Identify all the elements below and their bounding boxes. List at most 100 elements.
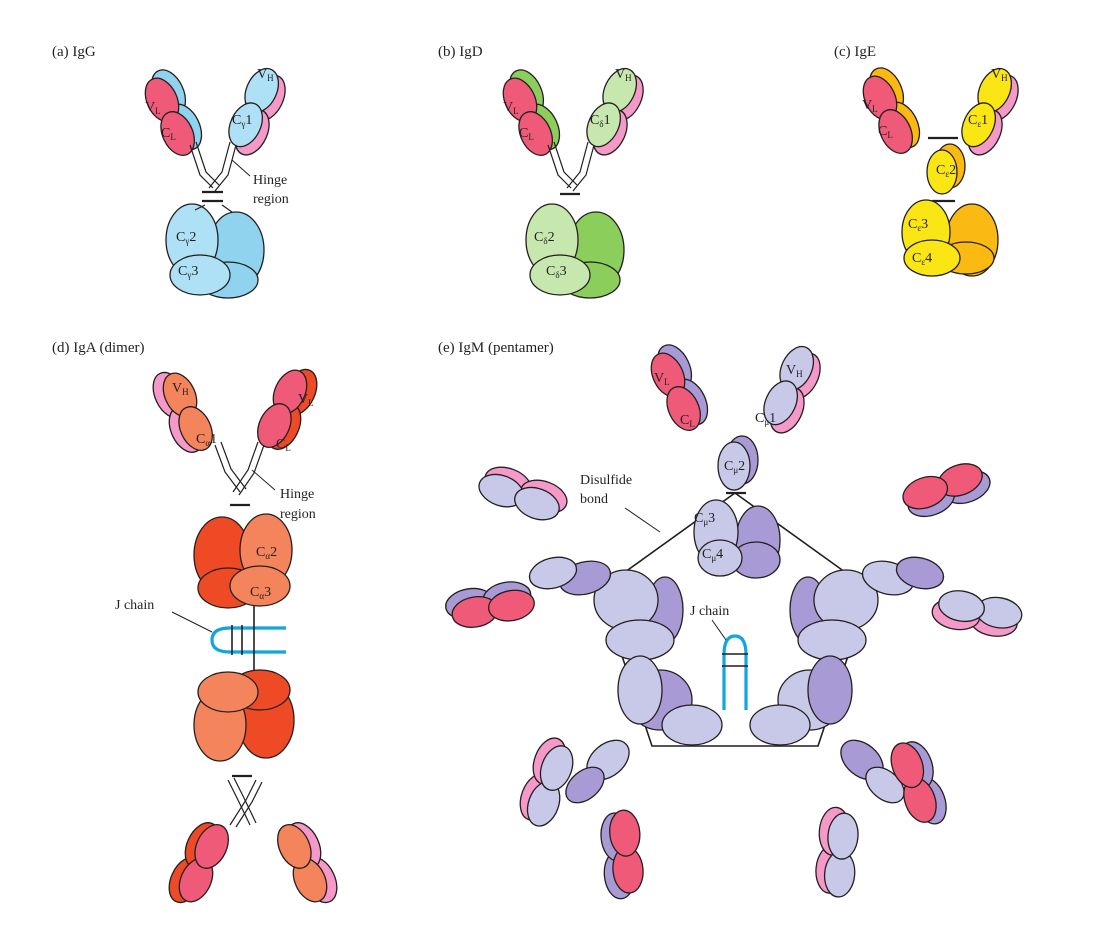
iga-j-chain-label: J chain	[115, 598, 154, 613]
g-shape	[931, 590, 1023, 637]
g-shape	[815, 806, 859, 898]
igg-caption: (a) IgG	[52, 44, 96, 60]
domain-label: Cε3	[908, 217, 928, 233]
iga-h-domain	[197, 671, 259, 713]
igm-j-chain	[722, 634, 748, 710]
domain-label: Cδ2	[534, 230, 555, 246]
hinge-strand	[229, 779, 263, 828]
igg-h-domain	[169, 254, 231, 296]
domain-label: VH	[786, 363, 803, 379]
igm-monomer-upper-right	[789, 463, 1023, 661]
iga-panel: (d) IgA (dimer)	[52, 340, 338, 904]
g-shape	[152, 371, 213, 453]
igg-vl-label: VL	[145, 100, 161, 116]
lc-domain	[902, 475, 949, 510]
lc-domain	[257, 403, 292, 448]
igg-hinge-label-2: region	[253, 192, 289, 207]
lc-domain	[194, 824, 229, 869]
igm-h-domain	[827, 812, 859, 860]
domain-label: Cμ2	[724, 459, 745, 475]
igm-h-domain	[797, 619, 867, 661]
hinge-strand	[214, 441, 247, 493]
domain-label: Cα3	[250, 585, 271, 601]
domain-label: Cμ3	[694, 511, 715, 527]
igm-caption: (e) IgM (pentamer)	[438, 340, 554, 356]
igm-h-domain	[661, 704, 723, 746]
g-shape	[478, 466, 568, 521]
domain-label: VH	[172, 381, 189, 397]
igm-monomer-lower-left	[519, 655, 723, 900]
igm-h-domain	[749, 704, 811, 746]
igm-h-domain	[617, 655, 663, 725]
g-shape	[445, 581, 535, 628]
igd-caption: (b) IgD	[438, 44, 483, 60]
iga-j-chain	[210, 626, 286, 654]
iga-h-domain	[229, 565, 291, 607]
g-shape	[650, 344, 709, 431]
g-shape	[277, 822, 338, 904]
igm-monomer-lower-right	[749, 655, 947, 898]
igm-h-domain	[938, 590, 985, 623]
igm-h-domain	[539, 745, 574, 791]
domain-label: Cδ3	[546, 264, 567, 280]
igm-h-domain	[528, 556, 578, 590]
leader-line	[251, 469, 276, 491]
g-shape	[586, 67, 644, 156]
lc-domain	[518, 111, 553, 156]
g-shape	[961, 67, 1019, 156]
ige-h-domain	[903, 239, 961, 277]
domain-label: Cε2	[936, 163, 956, 179]
ige-caption: (c) IgE	[834, 44, 876, 60]
igd-h-domain	[529, 254, 591, 296]
leader-line	[231, 159, 251, 177]
hinge-strand	[194, 204, 233, 213]
igg-left-arm	[144, 69, 203, 156]
igg-light-c-left	[160, 111, 195, 156]
domain-label: VH	[991, 67, 1008, 83]
igg-ch2-label: Cγ2	[176, 230, 196, 246]
lc-domain	[890, 742, 925, 789]
ige-h-domain	[961, 102, 996, 148]
domain-label: region	[280, 507, 316, 522]
domain-label: Cδ1	[590, 113, 611, 129]
igg-hinge-label-1: Hinge	[253, 173, 287, 188]
igm-disulfide-label-1: Disulfide	[580, 473, 632, 488]
domain-label: Cε4	[912, 251, 932, 267]
igg-hinge-right	[208, 141, 237, 192]
g-shape	[890, 741, 947, 825]
hinge-strand	[227, 777, 257, 826]
lc-domain	[666, 386, 701, 431]
igg-ch3-label: Cγ3	[178, 264, 198, 280]
iga-h-domain	[277, 824, 312, 869]
lc-domain	[878, 109, 913, 154]
domain-label: CL	[878, 124, 893, 140]
domain-label: VL	[862, 98, 878, 114]
igm-monomer-upper-left	[445, 466, 684, 661]
domain-label: Cα1	[196, 432, 217, 448]
igm-h-domain	[717, 441, 751, 491]
hinge-strand	[232, 441, 265, 496]
lc-domain	[487, 589, 535, 622]
leader-line	[171, 611, 213, 633]
leader-line	[711, 619, 727, 641]
igm-hd-domain	[895, 556, 945, 590]
igm-hd-domain	[807, 655, 853, 725]
iga-caption: (d) IgA (dimer)	[52, 340, 144, 356]
ige-panel: (c) IgE VL CL VH Cε1 Cε2 Cε3 Cε4	[834, 44, 1019, 277]
domain-label: VL	[503, 100, 519, 116]
lc-domain	[609, 809, 641, 857]
g-shape	[763, 345, 821, 434]
g-shape	[502, 69, 561, 156]
igg-cl-label: CL	[161, 126, 176, 142]
domain-label: VL	[298, 392, 314, 408]
domain-label: CL	[680, 413, 695, 429]
igg-ch1-label: Cγ1	[232, 113, 252, 129]
igm-hd-domain	[565, 766, 605, 804]
igm-panel: (e) IgM (pentamer)	[438, 340, 1023, 900]
domain-label: Cμ4	[702, 547, 723, 563]
igm-monomer-top	[650, 344, 821, 579]
iga-h-domain	[178, 406, 213, 451]
igm-j-chain-label: J chain	[690, 604, 729, 619]
igd-panel: (b) IgD VL CL VH Cδ1 Cδ2 Cδ3	[438, 44, 644, 299]
